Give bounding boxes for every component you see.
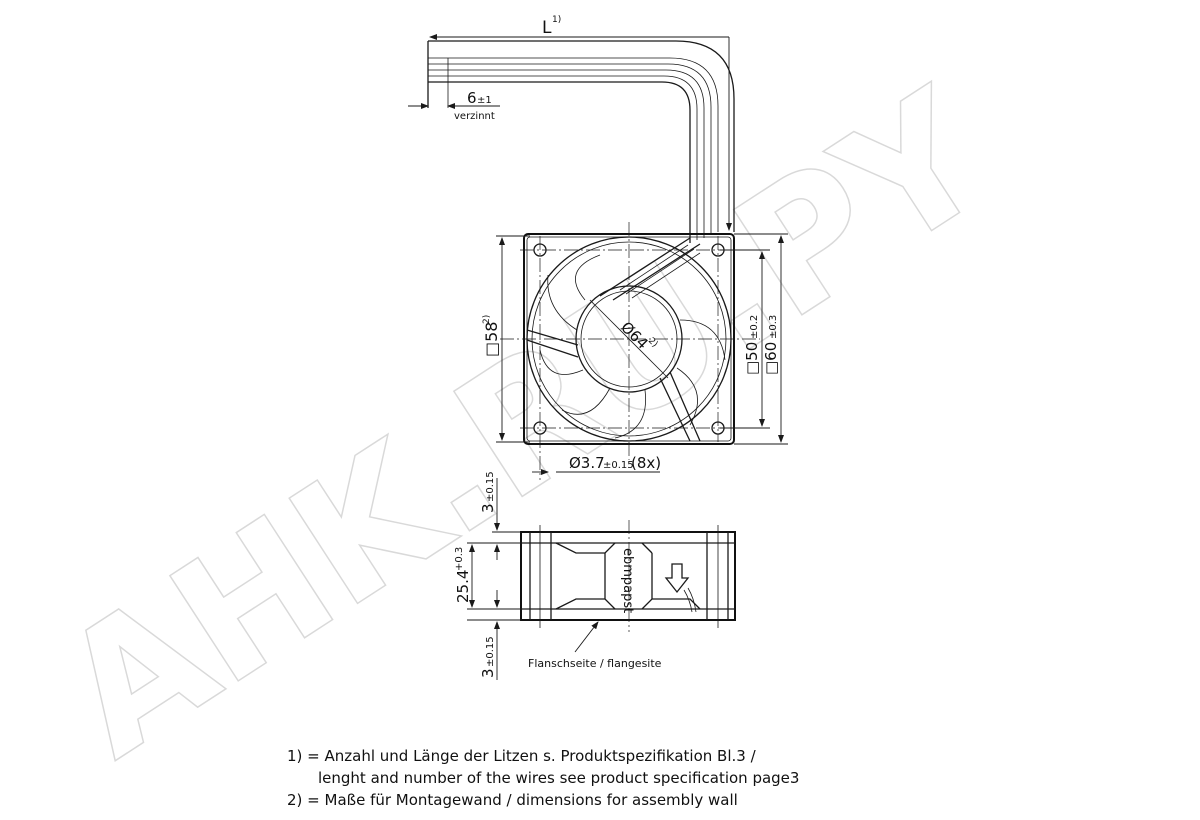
hole-pitch-tol: ±0.2	[749, 315, 760, 339]
footnote-1-line-1: 1) = Anzahl und Länge der Litzen s. Prod…	[287, 747, 756, 765]
footnote-1-line-2: lenght and number of the wires see produ…	[318, 769, 800, 787]
hole-count-label: (8x)	[631, 454, 661, 472]
strip-length-tol: ±1	[477, 95, 492, 106]
flange-bottom-tol: ±0.15	[485, 636, 496, 667]
wire-length-sup: 1)	[552, 15, 561, 25]
flange-top-tol: ±0.15	[485, 471, 496, 502]
flange-top-label: 3	[479, 503, 497, 513]
wire-bundle	[408, 34, 735, 243]
depth-tol: +0.3	[454, 547, 465, 571]
wire-length-label: L	[542, 18, 552, 38]
fan-front-view	[496, 222, 788, 480]
strip-note: verzinnt	[454, 111, 495, 122]
footnote-2: 2) = Maße für Montagewand / dimensions f…	[287, 791, 738, 809]
hole-pitch-label: □50	[743, 342, 761, 375]
flange-side-label: Flanschseite / flangesite	[528, 657, 662, 670]
watermark: AHK.RU.PY	[28, 53, 1022, 796]
outer-size-tol: ±0.3	[768, 315, 779, 339]
hole-diameter-tol: ±0.15	[603, 460, 634, 471]
fan-side-view	[467, 478, 736, 680]
assembly-square-sup: 2)	[482, 315, 492, 324]
strip-length-value: 6	[467, 89, 477, 107]
outer-size-label: □60	[762, 342, 780, 375]
depth-label: 25.4	[454, 570, 472, 603]
hole-diameter-label: Ø3.7	[569, 454, 605, 472]
footnotes: 1) = Anzahl und Länge der Litzen s. Prod…	[287, 745, 799, 811]
assembly-square-label: □58	[482, 322, 501, 357]
watermark-text: AHK.RU.PY	[29, 55, 1020, 795]
flange-bottom-label: 3	[479, 668, 497, 678]
brand-label: ebmpapst	[620, 548, 635, 613]
